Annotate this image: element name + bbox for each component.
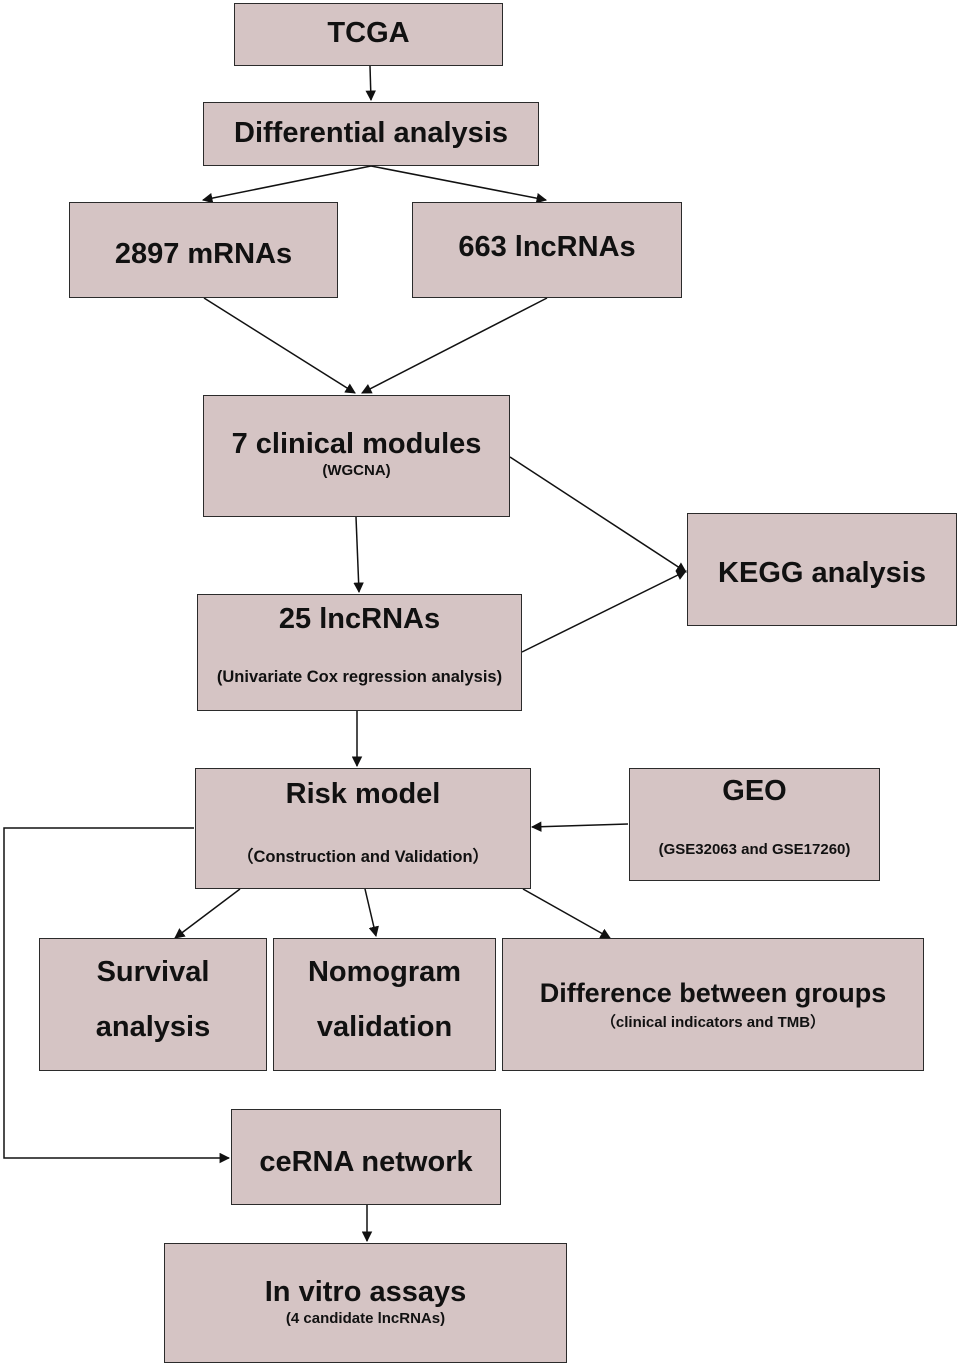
in-vitro-assays-subtitle: (4 candidate lncRNAs) <box>285 1310 446 1327</box>
tcga-box: TCGA <box>234 3 503 66</box>
lncrnas-25-subtitle: (Univariate Cox regression analysis) <box>216 668 503 686</box>
arrow-risk-to-survival <box>174 888 241 939</box>
arrow-diff-to-lncrnas <box>370 165 548 204</box>
arrow-modules-to-kegg <box>509 456 687 573</box>
mrnas-box: 2897 mRNAs <box>69 202 338 298</box>
arrow-risk-to-nomogram <box>364 888 379 938</box>
arrow-tcga-to-diff <box>365 65 376 102</box>
lncrnas-25-box: 25 lncRNAs (Univariate Cox regression an… <box>197 594 522 711</box>
arrow-risk-to-cerna <box>3 827 231 1164</box>
cerna-network-title: ceRNA network <box>259 1146 473 1178</box>
cerna-network-box: ceRNA network <box>231 1109 501 1205</box>
lncrnas-663-box: 663 lncRNAs <box>412 202 682 298</box>
arrow-lncrnas-to-modules <box>361 297 548 394</box>
survival-line-1: Survival <box>96 956 210 988</box>
geo-title: GEO <box>722 775 787 807</box>
in-vitro-assays-box: In vitro assays (4 candidate lncRNAs) <box>164 1243 567 1363</box>
clinical-modules-subtitle: (WGCNA) <box>322 462 391 479</box>
arrow-geo-to-risk <box>530 821 629 832</box>
risk-model-box: Risk model （Construction and Validation） <box>195 768 531 889</box>
nomogram-validation-box: Nomogram validation <box>273 938 496 1071</box>
lncrnas-663-title: 663 lncRNAs <box>458 231 636 263</box>
risk-model-title: Risk model <box>285 778 441 810</box>
arrow-mrnas-to-modules <box>203 297 356 394</box>
risk-model-subtitle: （Construction and Validation） <box>236 848 490 866</box>
mrnas-title: 2897 mRNAs <box>114 238 293 270</box>
arrow-lnc25-to-kegg <box>521 570 687 653</box>
difference-between-groups-box: Difference between groups （clinical indi… <box>502 938 924 1071</box>
clinical-modules-box: 7 clinical modules (WGCNA) <box>203 395 510 517</box>
kegg-analysis-box: KEGG analysis <box>687 513 957 626</box>
geo-box: GEO (GSE32063 and GSE17260) <box>629 768 880 881</box>
difference-between-groups-title: Difference between groups <box>539 978 887 1008</box>
lncrnas-25-title: 25 lncRNAs <box>278 603 441 635</box>
survival-line-2: analysis <box>95 1011 211 1043</box>
nomogram-line-1: Nomogram <box>307 956 462 988</box>
nomogram-line-2: validation <box>316 1011 453 1043</box>
differential-analysis-title: Differential analysis <box>234 117 508 149</box>
clinical-modules-title: 7 clinical modules <box>231 428 482 460</box>
difference-between-groups-subtitle: （clinical indicators and TMB） <box>600 1014 826 1031</box>
arrow-diff-to-mrnas <box>201 165 372 204</box>
tcga-title: TCGA <box>327 17 410 49</box>
geo-subtitle: (GSE32063 and GSE17260) <box>658 841 851 858</box>
differential-analysis-box: Differential analysis <box>203 102 539 166</box>
arrow-modules-to-lnc25 <box>353 516 364 594</box>
in-vitro-assays-title: In vitro assays <box>264 1276 467 1308</box>
survival-analysis-box: Survival analysis <box>39 938 267 1071</box>
kegg-analysis-title: KEGG analysis <box>718 557 926 589</box>
arrow-risk-to-groups <box>522 888 611 939</box>
